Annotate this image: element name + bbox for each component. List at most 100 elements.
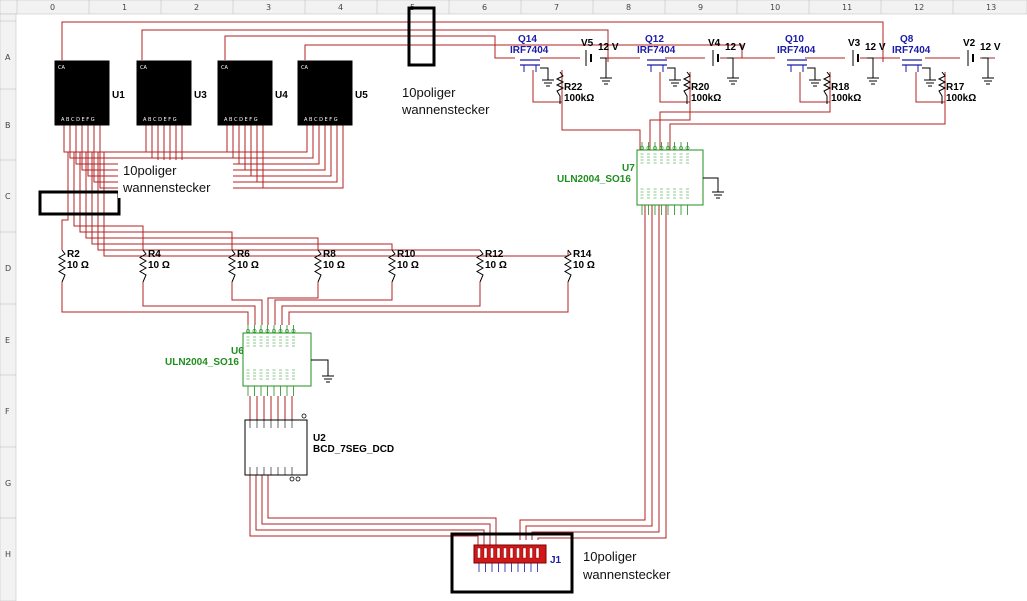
column-label: 13: [986, 3, 996, 12]
source-voltage: 12 V: [865, 42, 886, 53]
decoder-ref: U2: [313, 433, 326, 444]
highlight-box-top: [407, 6, 436, 67]
mosfet-part: IRF7404: [777, 45, 816, 56]
column-label: 7: [554, 3, 559, 12]
driver-u6[interactable]: U6 ULN2004_SO16: [165, 325, 334, 396]
row-label: A: [5, 53, 11, 62]
display-pin-labels: A B C D E F G: [61, 117, 95, 123]
resistor-ref: R10: [397, 249, 416, 260]
decoder-u2[interactable]: U2 BCD_7SEG_DCD: [244, 413, 394, 482]
source-ref: V5: [581, 38, 594, 49]
row-label: E: [5, 336, 10, 345]
resistor-ref: R4: [148, 249, 161, 260]
connector-j1[interactable]: J1: [450, 532, 574, 594]
display-ref: U4: [275, 90, 288, 101]
driver-u6-part: ULN2004_SO16: [165, 357, 239, 368]
mosfet-part: IRF7404: [510, 45, 549, 56]
mosfet-ref: Q8: [900, 34, 914, 45]
display-ref: U5: [355, 90, 368, 101]
driver-u6-ref: U6: [231, 346, 244, 357]
mosfet-ref: Q12: [645, 34, 664, 45]
mosfet-ref: Q10: [785, 34, 804, 45]
resistor-value: 10 Ω: [397, 260, 419, 271]
source-ref: V2: [963, 38, 976, 49]
source-voltage: 12 V: [725, 42, 746, 53]
display-ref: U1: [112, 90, 125, 101]
column-label: 1: [122, 3, 127, 12]
source-voltage: 12 V: [980, 42, 1001, 53]
column-label: 4: [338, 3, 343, 12]
note-left-line2: wannenstecker: [122, 180, 211, 195]
resistor-value: 10 Ω: [485, 260, 507, 271]
column-label: 10: [770, 3, 780, 12]
mosfet-ref: Q14: [518, 34, 537, 45]
display-pin-labels: A B C D E F G: [304, 117, 338, 123]
display-top-label: CA: [140, 65, 147, 71]
resistor-value: 10 Ω: [237, 260, 259, 271]
source-voltage: 12 V: [598, 42, 619, 53]
mosfet-part: IRF7404: [637, 45, 676, 56]
resistor-value: 10 Ω: [67, 260, 89, 271]
column-label: 2: [194, 3, 199, 12]
connector-ref: J1: [550, 555, 562, 566]
note-bottom: 10poliger wannenstecker: [582, 549, 671, 582]
column-label: 9: [698, 3, 703, 12]
resistor-ref: R2: [67, 249, 80, 260]
note-left: 10poliger wannenstecker: [118, 160, 233, 198]
row-label: F: [5, 407, 10, 416]
seven-segment-display[interactable]: CAA B C D E F GU3: [136, 60, 207, 126]
highlight-box-left: [38, 190, 121, 216]
driver-u7[interactable]: U7 ULN2004_SO16: [557, 142, 724, 215]
seven-segment-display[interactable]: CA A B C D E F G U4: [217, 60, 288, 126]
column-label: 6: [482, 3, 487, 12]
column-label: 3: [266, 3, 271, 12]
display-top-label: CA: [221, 65, 228, 71]
resistor-ref: R12: [485, 249, 504, 260]
pulldown-ref: R22: [564, 82, 583, 93]
display-pin-labels: A B C D E F G: [143, 117, 177, 123]
note-top-line2: wannenstecker: [401, 102, 490, 117]
note-bottom-line2: wannenstecker: [582, 567, 671, 582]
note-top: 10poliger wannenstecker: [400, 82, 500, 120]
note-bottom-line1: 10poliger: [583, 549, 637, 564]
resistor-value: 10 Ω: [148, 260, 170, 271]
seven-segment-display[interactable]: CAA B C D E F GU5: [297, 60, 368, 126]
note-top-line1: 10poliger: [402, 85, 456, 100]
resistor-value: 10 Ω: [573, 260, 595, 271]
decoder-part: BCD_7SEG_DCD: [313, 444, 394, 455]
mosfet-part: IRF7404: [892, 45, 931, 56]
pulldown-ref: R20: [691, 82, 710, 93]
pulldown-ref: R17: [946, 82, 965, 93]
driver-u7-part: ULN2004_SO16: [557, 174, 631, 185]
column-label: 0: [50, 3, 55, 12]
pulldown-value: 100kΩ: [564, 93, 594, 104]
driver-u7-ref: U7: [622, 163, 635, 174]
row-label: B: [5, 121, 11, 130]
column-label: 12: [914, 3, 924, 12]
resistor-value: 10 Ω: [323, 260, 345, 271]
source-ref: V4: [708, 38, 721, 49]
display-pin-labels: A B C D E F G: [224, 117, 258, 123]
row-label: C: [5, 192, 11, 201]
display-top-label: CA: [58, 65, 65, 71]
connector-highlight-box: [450, 532, 574, 594]
row-label: G: [5, 479, 11, 488]
seven-segment-display[interactable]: CA A B C D E F G U1: [54, 60, 125, 126]
note-left-line1: 10poliger: [123, 163, 177, 178]
source-ref: V3: [848, 38, 861, 49]
pulldown-value: 100kΩ: [691, 93, 721, 104]
column-label: 11: [842, 3, 852, 12]
